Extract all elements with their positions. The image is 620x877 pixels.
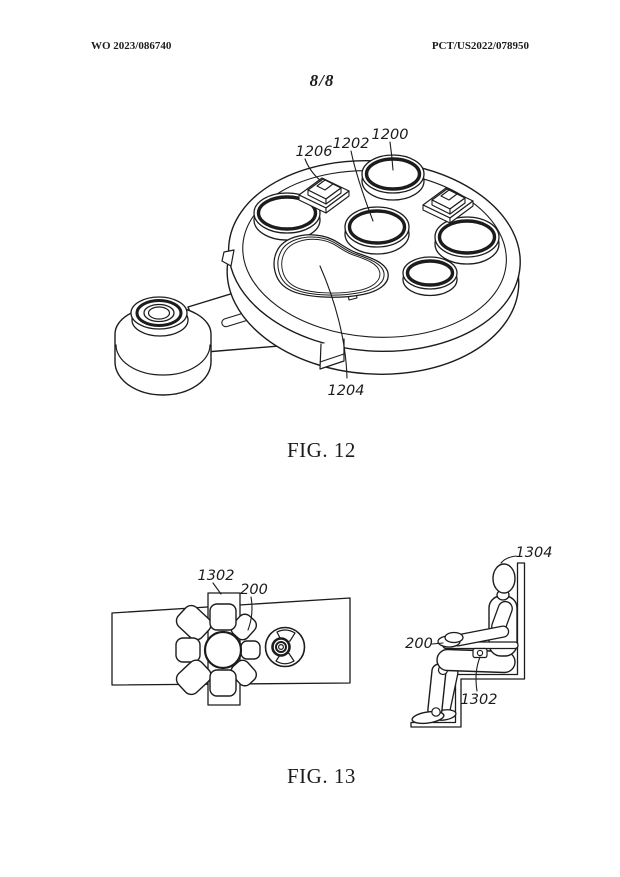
clip-tab [316,179,334,191]
disc-left-tab [221,249,235,267]
boss-inner-ring [147,306,171,320]
petal [175,637,201,663]
figure-13-drawing: 1302 200 1304 200 [111,545,553,728]
petal [175,604,212,641]
clip-1206 [298,177,350,214]
ref-label-1204: 1204 [328,383,365,399]
ref-label-1202: 1202 [333,136,370,152]
leader-1204 [319,265,348,379]
base-seam [115,344,211,376]
palm-rest-rim [277,236,385,296]
clip-block-side [325,187,342,205]
ref-label-1200: 1200 [372,127,409,143]
clip-plate-side [325,190,350,214]
fig13-front-view: 1302 200 [111,568,351,706]
clip-plate-side [449,200,474,224]
boss-mid-ring [143,303,175,323]
ankle-joint [431,707,441,717]
leader-1302-side [475,656,481,692]
knob-ring-outer [271,637,291,657]
figure-13-caption: FIG. 13 [287,764,356,788]
pad-right [434,216,500,265]
petal [209,603,237,631]
knob-ring-mid [275,641,287,653]
leader-1202 [350,150,374,222]
leader-1200 [389,141,394,171]
pad-top-1200 [361,154,425,201]
leader-1302-front [212,582,222,595]
arm-end-edge [319,353,345,363]
pad-ring [256,195,318,231]
hand [444,631,464,644]
pad-ring [405,259,455,287]
fig13-side-view: 1304 200 1302 [405,545,553,728]
knob-ring-inner [278,643,285,650]
figure-12-drawing: 1206 1202 1200 1204 [114,127,521,399]
pad-center-1202 [344,206,410,255]
ref-label-1206: 1206 [296,144,333,160]
application-number: PCT/US2022/078950 [431,40,529,52]
ref-label-200-front: 200 [240,582,268,598]
clip-right [422,187,474,224]
pad-ring [437,219,497,255]
sheet-header: WO 2023/086740 PCT/US2022/078950 [91,40,529,52]
leader-200-front [247,596,253,631]
petal [175,659,212,696]
sheet-page-indicator: 8/8 [309,71,335,90]
palm-rest-1204 [273,234,389,301]
ref-label-200-side: 200 [405,636,433,652]
mount-base [114,296,212,396]
ref-label-1302-front: 1302 [198,568,235,584]
ref-label-1302-side: 1302 [461,692,498,708]
ref-label-1304: 1304 [516,545,553,561]
publication-number: WO 2023/086740 [91,40,172,52]
leader-1206 [304,158,322,182]
pad-small [402,256,458,297]
leader-1304 [500,555,517,564]
clip-tab [440,189,458,201]
head [492,563,516,594]
pad-left [253,192,321,241]
petal [240,640,261,660]
figure-12-caption: FIG. 12 [287,438,356,462]
pad-ring [364,157,422,191]
petal [209,669,237,697]
pad-ring [347,209,407,245]
bracket-fastener [476,649,484,657]
palm-rest-outline [273,234,389,298]
disc-bottom-notch [319,338,345,370]
hub [203,630,243,670]
palm-rest-inner [281,238,381,294]
clip-block-side [449,197,466,215]
leader-200-side [431,642,444,645]
